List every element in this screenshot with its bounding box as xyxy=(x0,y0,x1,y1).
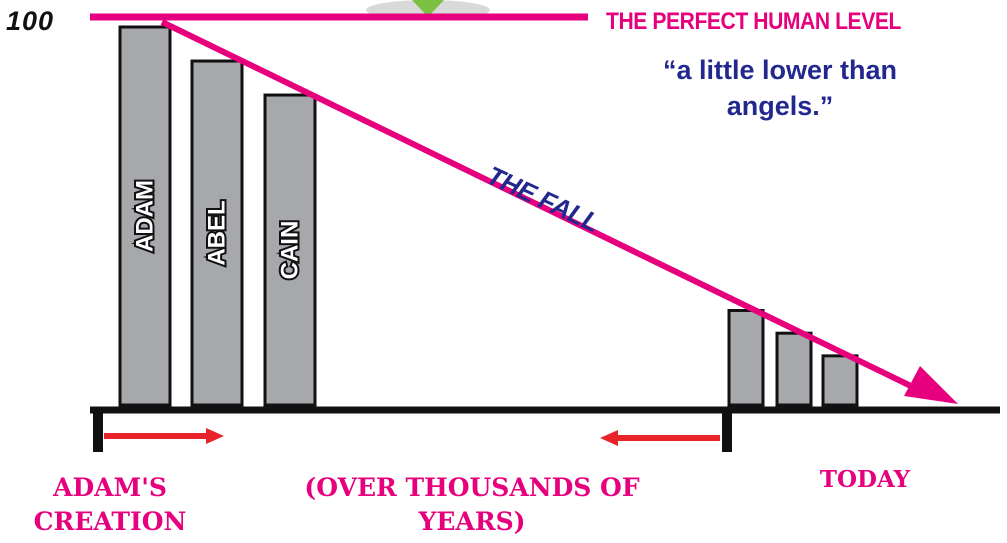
fall-arrowhead xyxy=(904,366,958,404)
thousands-of-years-label: (OVER THOUSANDS OF YEARS) xyxy=(304,473,640,536)
bar-label-adam: ADAM xyxy=(132,180,159,252)
today-label: TODAY xyxy=(819,466,911,493)
today-bar-2 xyxy=(775,331,813,407)
perfect-level-label: THE PERFECT HUMAN LEVEL xyxy=(606,8,901,35)
level-value: 100 xyxy=(6,6,55,36)
bar-abel xyxy=(190,59,244,407)
bar-adam xyxy=(118,25,172,407)
today-bar-3 xyxy=(821,354,859,407)
red-arrow-left-head xyxy=(600,430,618,446)
bar-label-abel: ABEL xyxy=(204,200,231,265)
red-arrow-right-head xyxy=(206,428,224,444)
fall-line xyxy=(160,19,917,391)
green-arrow-tip xyxy=(412,0,444,17)
angels-quote: “a little lower than angels.” xyxy=(662,55,898,121)
bar-label-cain: CAIN xyxy=(277,221,304,280)
bar-cain xyxy=(263,93,317,407)
today-bars xyxy=(727,309,859,407)
today-bar-1 xyxy=(727,309,765,407)
adams-creation-label: ADAM'S CREATION xyxy=(33,473,187,536)
figure-bars: ADAM ABEL CAIN xyxy=(118,25,317,407)
